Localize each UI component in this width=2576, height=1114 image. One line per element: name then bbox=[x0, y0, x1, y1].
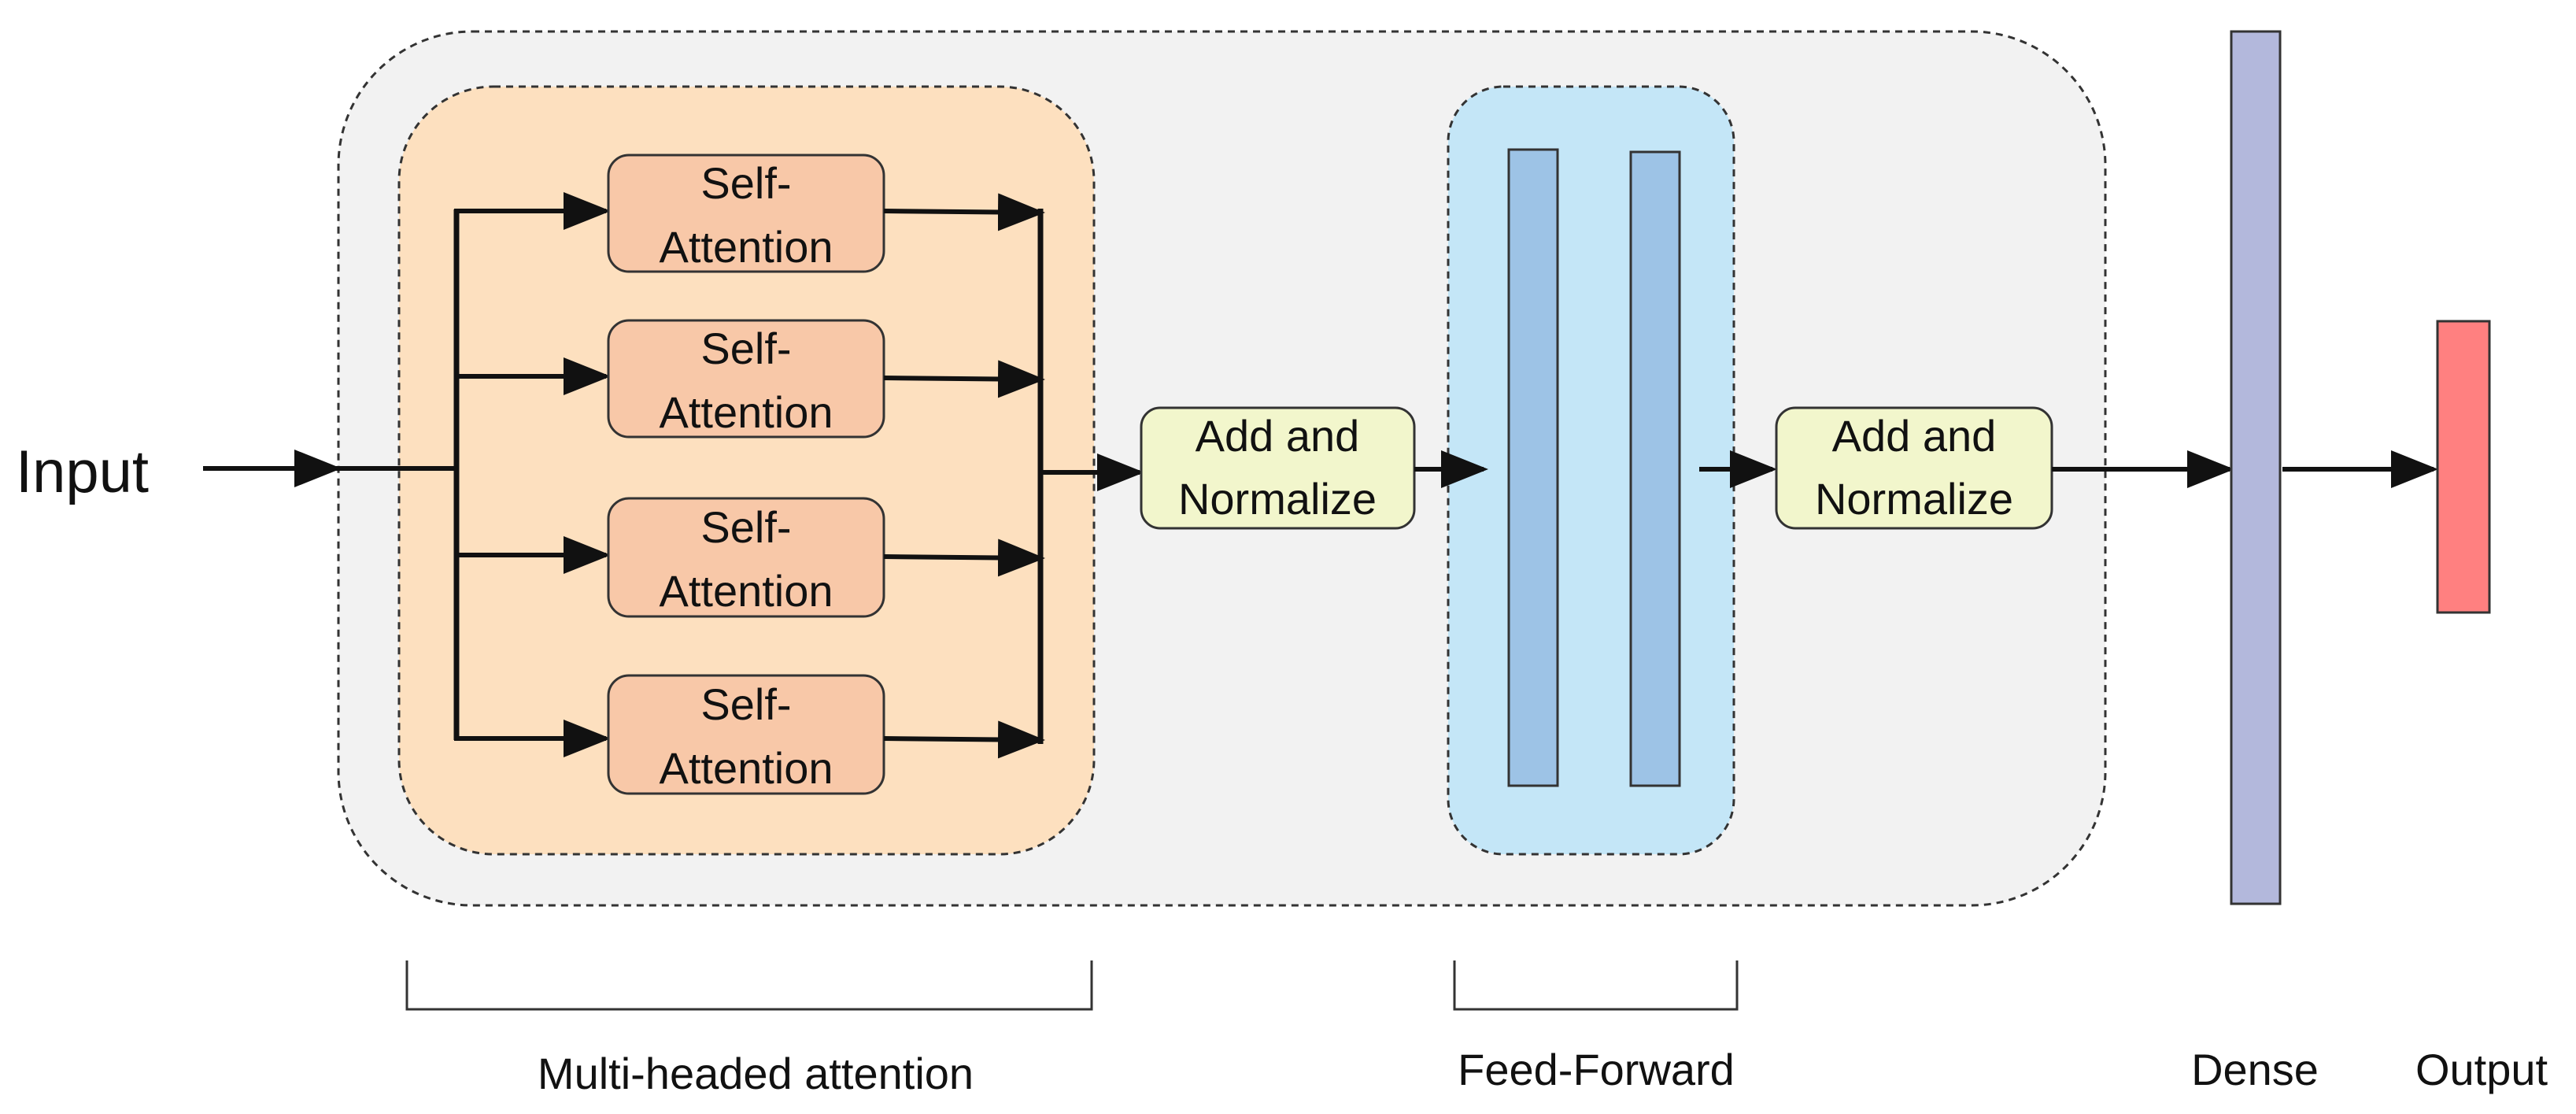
self-attention-label-line1: Self- bbox=[700, 679, 791, 729]
multi-head-attention-caption: Multi-headed attention bbox=[538, 1049, 974, 1098]
self-attention-label-line1: Self- bbox=[700, 502, 791, 552]
feed-forward-layer bbox=[1629, 150, 1681, 787]
add-normalize-label-line1: Add and bbox=[1832, 411, 1997, 461]
dense-caption: Dense bbox=[2191, 1045, 2319, 1094]
self-attention-label-line2: Attention bbox=[659, 222, 833, 272]
feed-forward-group bbox=[1447, 85, 1735, 856]
feed-forward-caption: Feed-Forward bbox=[1458, 1045, 1735, 1094]
add-normalize-label-line1: Add and bbox=[1196, 411, 1360, 461]
dense-layer bbox=[2230, 30, 2282, 905]
multi-head-attention-bracket bbox=[405, 960, 1093, 1011]
output-caption: Output bbox=[2415, 1045, 2548, 1094]
input-label: Input bbox=[16, 439, 149, 505]
self-attention-label-line1: Self- bbox=[700, 324, 791, 373]
output-layer bbox=[2436, 320, 2491, 614]
merge-arrow bbox=[883, 538, 1045, 577]
self-attention-head: Self- Attention bbox=[607, 497, 885, 618]
self-attention-head: Self- Attention bbox=[607, 674, 885, 795]
self-attention-head: Self- Attention bbox=[607, 319, 885, 439]
self-attention-label-line2: Attention bbox=[659, 387, 833, 437]
multi-head-attention-group bbox=[397, 85, 1096, 856]
merge-arrow bbox=[883, 360, 1045, 398]
add-normalize-label-line2: Normalize bbox=[1815, 474, 2013, 524]
add-normalize-label-line2: Normalize bbox=[1178, 474, 1377, 524]
feed-forward-layer bbox=[1507, 148, 1559, 787]
add-normalize-box: Add and Normalize bbox=[1775, 406, 2053, 530]
self-attention-label-line2: Attention bbox=[659, 566, 833, 616]
self-attention-label-line2: Attention bbox=[659, 743, 833, 793]
feed-forward-bracket bbox=[1453, 960, 1739, 1011]
merge-arrow bbox=[883, 193, 1045, 231]
add-normalize-box: Add and Normalize bbox=[1140, 406, 1416, 530]
self-attention-label-line1: Self- bbox=[700, 158, 791, 208]
merge-arrow bbox=[883, 720, 1045, 759]
self-attention-head: Self- Attention bbox=[607, 154, 885, 273]
